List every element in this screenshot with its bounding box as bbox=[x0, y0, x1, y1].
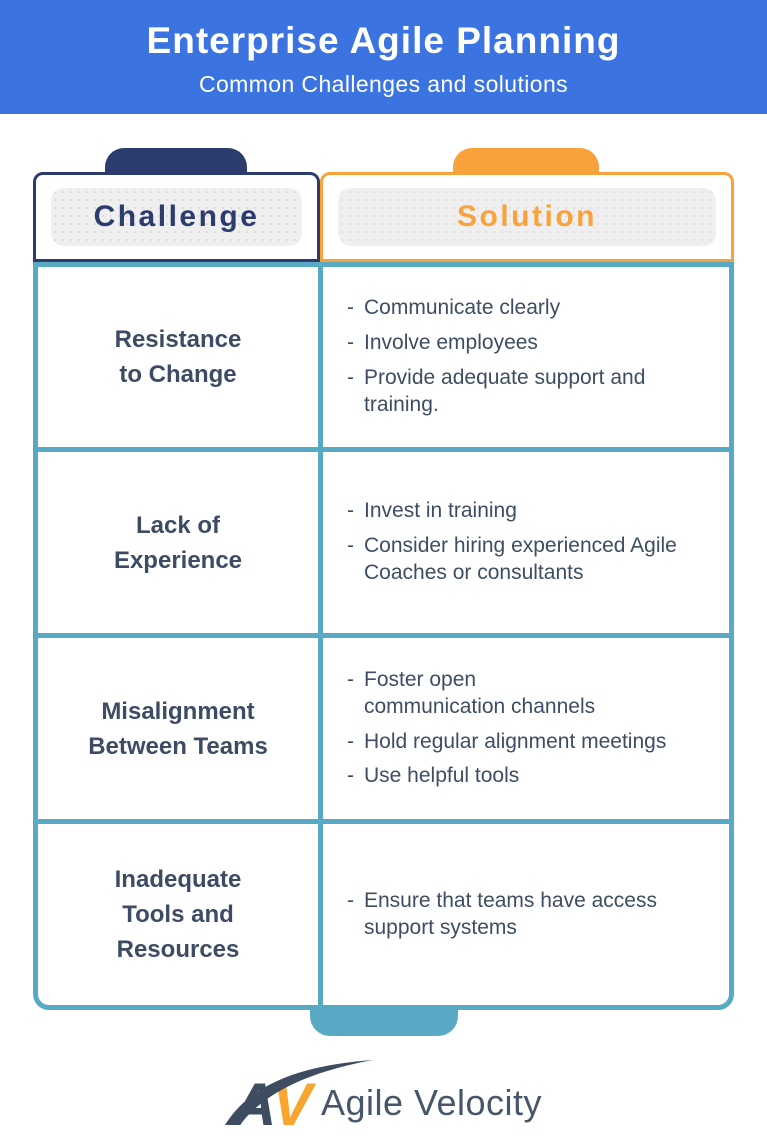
bullet-dash: - bbox=[347, 729, 354, 753]
challenge-line: Resistance bbox=[114, 326, 242, 353]
challenge-line: Tools and bbox=[122, 901, 234, 928]
solution-bullet: -Communicate clearly bbox=[347, 295, 717, 322]
challenge-line: Resources bbox=[116, 936, 240, 963]
challenge-line: Between Teams bbox=[88, 732, 268, 760]
solution-header-label: Solution bbox=[457, 200, 597, 233]
bullet-text: Involve employees bbox=[364, 331, 538, 355]
challenge-header-label: Challenge bbox=[93, 200, 260, 233]
bullet-text: Communicate clearly bbox=[364, 296, 561, 320]
bullet-text: Hold regular alignment meetings bbox=[364, 729, 667, 753]
challenge-line: Experience bbox=[113, 546, 243, 574]
solution-header-cell: Solution bbox=[320, 172, 734, 262]
bullet-dash: - bbox=[347, 888, 354, 912]
bullet-dash: - bbox=[347, 296, 354, 320]
bullet-text: Use helpful tools bbox=[364, 764, 520, 788]
challenge-line: Misalignment bbox=[101, 697, 255, 725]
challenge-header-box: Challenge bbox=[51, 188, 302, 246]
solution-bullet: -Invest in training bbox=[347, 498, 717, 525]
bullet-dash: - bbox=[347, 764, 354, 788]
solution-bullet: -Use helpful tools bbox=[347, 763, 717, 790]
challenge-line: to Change bbox=[119, 361, 237, 388]
solution-bullet: -Involve employees bbox=[347, 330, 717, 357]
bullet-dash: - bbox=[347, 534, 354, 558]
challenge-header-cell: Challenge bbox=[33, 172, 320, 262]
solution-bullet: -Hold regular alignment meetings bbox=[347, 729, 717, 756]
challenge-cell: Lack of Experience bbox=[38, 452, 323, 633]
solution-header-box: Solution bbox=[338, 188, 716, 246]
agile-velocity-logo: A V Agile Velocity bbox=[224, 1059, 543, 1129]
solution-cell: -Invest in training-Consider hiring expe… bbox=[323, 452, 729, 633]
solution-cell: -Communicate clearly-Involve employees-P… bbox=[323, 267, 729, 447]
bullet-dash: - bbox=[347, 366, 354, 389]
page-title: Enterprise Agile Planning bbox=[146, 20, 621, 61]
table-header-row: Challenge Solution bbox=[33, 172, 734, 262]
swoosh-icon bbox=[224, 1060, 373, 1125]
challenge-cell: Resistance to Change bbox=[38, 267, 323, 447]
av-monogram-icon: A V bbox=[224, 1060, 373, 1129]
bullet-dash: - bbox=[347, 331, 354, 355]
page-subtitle: Common Challenges and solutions bbox=[198, 70, 569, 97]
banner: Enterprise Agile Planning Common Challen… bbox=[0, 0, 767, 114]
bullet-dash: - bbox=[347, 667, 354, 691]
footer: A V Agile Velocity bbox=[0, 1046, 767, 1142]
challenge-line: Inadequate bbox=[114, 866, 242, 893]
brand-name: Agile Velocity bbox=[320, 1082, 543, 1123]
challenge-line: Lack of bbox=[135, 511, 221, 539]
bullet-text: Invest in training bbox=[364, 499, 517, 523]
bullet-dash: - bbox=[347, 499, 354, 523]
